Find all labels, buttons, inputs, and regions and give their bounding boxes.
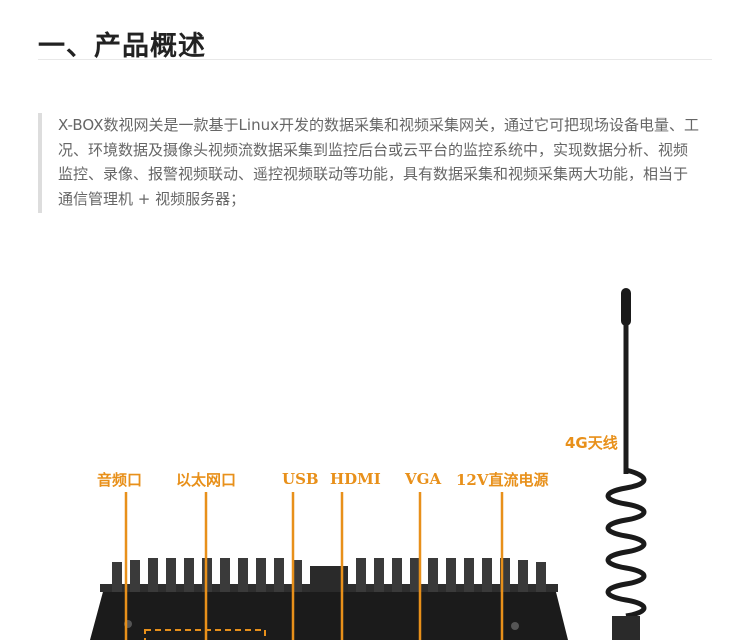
leader-lines: [124, 492, 504, 640]
intro-blockquote: X-BOX数视网关是一款基于Linux开发的数据采集和视频采集网关，通过它可把现…: [38, 113, 700, 213]
label-hdmi: HDMI: [330, 470, 381, 488]
gateway-device-illustration: [90, 288, 647, 640]
label-12v-power: 12V直流电源: [456, 471, 549, 489]
label-audio-port: 音频口: [97, 471, 143, 489]
section-title: 一、产品概述: [38, 31, 206, 62]
intro-paragraph: X-BOX数视网关是一款基于Linux开发的数据采集和视频采集网关，通过它可把现…: [58, 116, 699, 208]
antenna-graphic: [605, 288, 647, 640]
label-4g-antenna: 4G天线: [565, 434, 618, 452]
label-vga: VGA: [405, 470, 442, 488]
label-usb: USB: [282, 470, 319, 488]
label-ethernet-port: 以太网口: [176, 471, 237, 489]
device-body: [90, 584, 568, 640]
title-divider: [38, 59, 712, 60]
product-figure: 4G天线 音频口 以太网口 USB HDMI VGA 12V直流电源: [0, 270, 750, 640]
